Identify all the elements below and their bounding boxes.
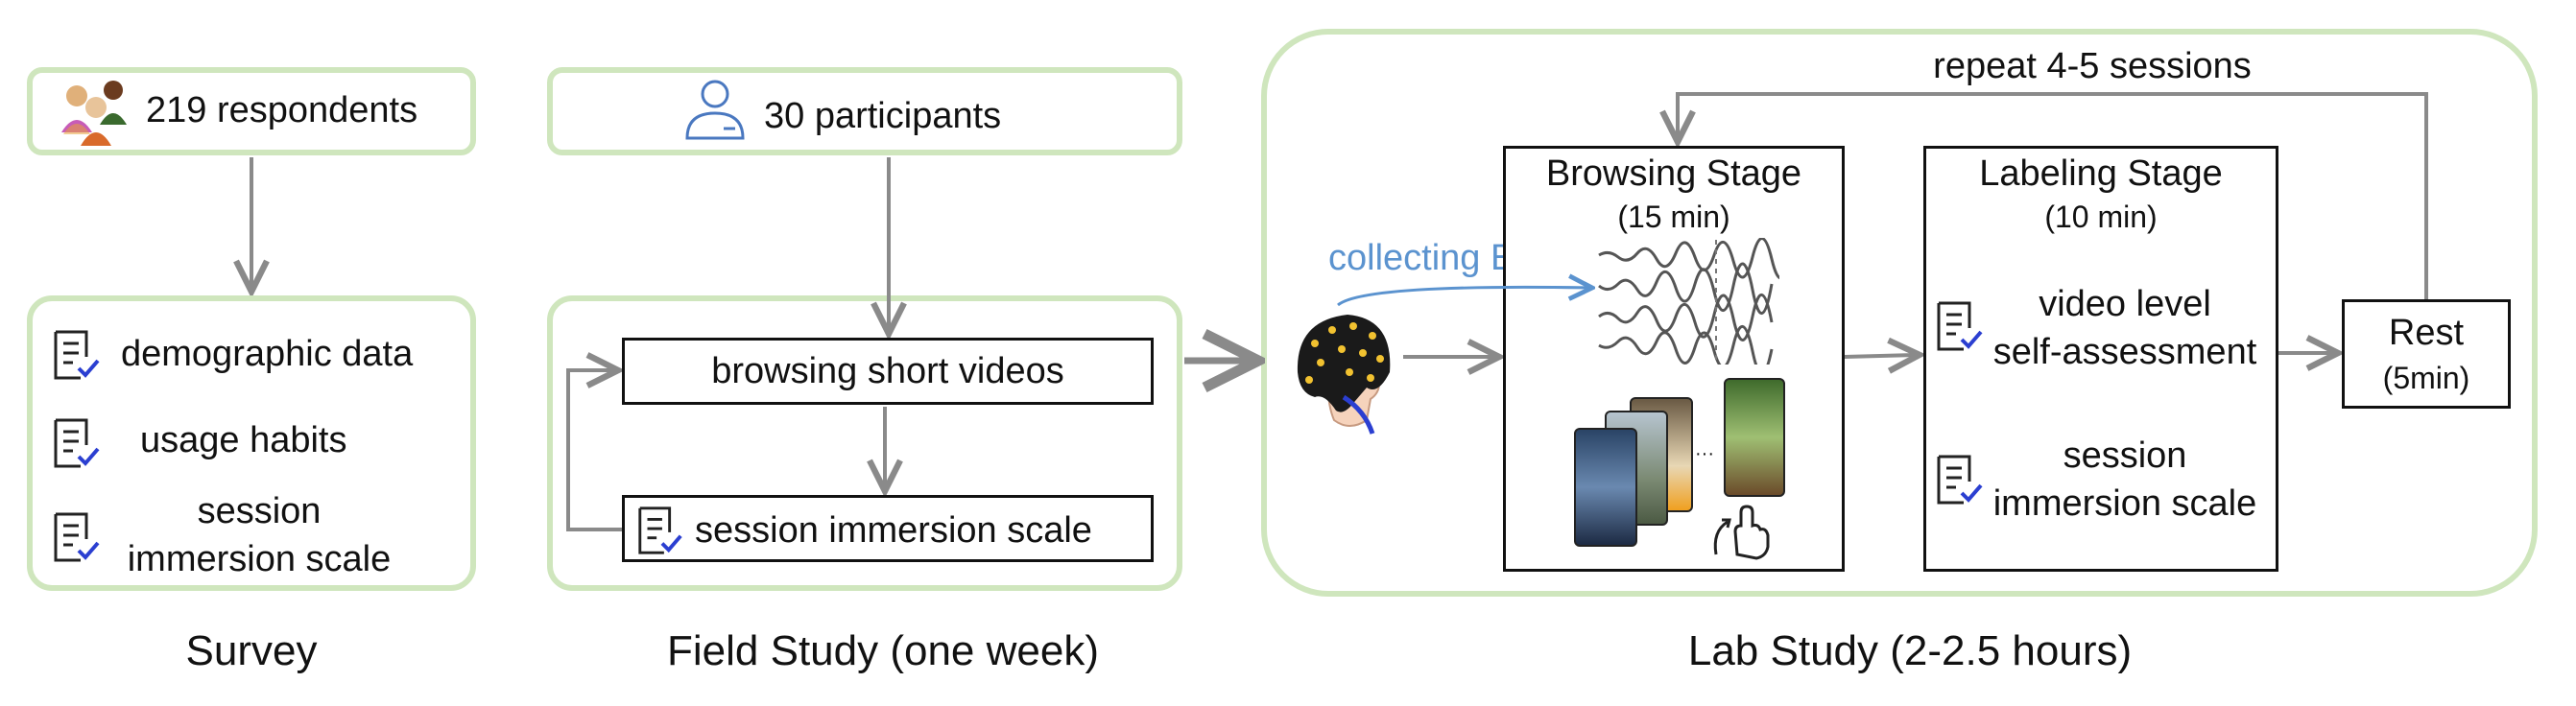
- participants-label: 30 participants: [764, 96, 1002, 136]
- video-level-line1: video level: [2039, 284, 2211, 324]
- survey-item-session: session: [197, 491, 322, 531]
- survey-caption: Survey: [185, 627, 318, 674]
- arrow-repeat-loop: [1678, 92, 2428, 299]
- checklist-icon: [638, 506, 682, 554]
- survey-item-demographic: demographic data: [121, 334, 414, 374]
- session-immersion-box: [622, 495, 1154, 562]
- respondents-panel: [27, 67, 476, 155]
- session-immersion-label: session immersion scale: [695, 510, 1092, 551]
- checklist-icon: [54, 418, 100, 468]
- participants-panel: [547, 67, 1182, 155]
- checklist-icon: [1937, 455, 1983, 505]
- field-study-panel: [547, 295, 1182, 591]
- respondents-label: 219 respondents: [146, 90, 418, 130]
- repeat-sessions-label: repeat 4-5 sessions: [1933, 46, 2252, 86]
- browsing-short-videos-label: browsing short videos: [711, 351, 1064, 391]
- lab-study-panel: [1261, 29, 2538, 597]
- checklist-icon: [1937, 301, 1983, 351]
- labeling-stage-time: (10 min): [2044, 200, 2158, 234]
- field-study-caption: Field Study (one week): [667, 627, 1099, 674]
- labeling-session-line2: immersion scale: [1992, 483, 2257, 524]
- survey-item-usage: usage habits: [140, 420, 347, 460]
- ellipsis-text: ···: [1695, 443, 1714, 464]
- rest-time: (5min): [2382, 361, 2470, 395]
- survey-items-panel: [27, 295, 476, 591]
- lab-study-caption: Lab Study (2-2.5 hours): [1687, 627, 2133, 674]
- eeg-waveform: [1598, 238, 1779, 365]
- labeling-stage-title: Labeling Stage: [1979, 153, 2223, 194]
- survey-item-immersion: immersion scale: [127, 539, 392, 579]
- video-level-line2: self-assessment: [1992, 332, 2257, 372]
- labeling-stage-box: [1923, 146, 2278, 572]
- rest-box: [2342, 299, 2511, 409]
- video-thumbnail: [1574, 428, 1637, 547]
- video-thumbnail-rabbit: [1724, 378, 1785, 497]
- swipe-hand-icon: [1713, 505, 1770, 560]
- checklist-icon: [54, 512, 100, 562]
- arrow-loop-back: [566, 370, 622, 531]
- people-group-icon: [61, 81, 127, 146]
- person-icon: [685, 80, 745, 140]
- checklist-icon: [54, 330, 100, 380]
- eeg-head-icon: [1297, 315, 1391, 435]
- browsing-stage-title: Browsing Stage: [1545, 153, 1802, 194]
- browsing-stage-time: (15 min): [1617, 200, 1730, 234]
- browsing-short-videos-box: [622, 338, 1154, 405]
- labeling-session-line1: session: [2063, 435, 2187, 476]
- arrow-browsing-to-labeling: [1844, 355, 1916, 357]
- rest-title: Rest: [2388, 313, 2465, 353]
- arrow-eeg-collect: [1337, 287, 1589, 307]
